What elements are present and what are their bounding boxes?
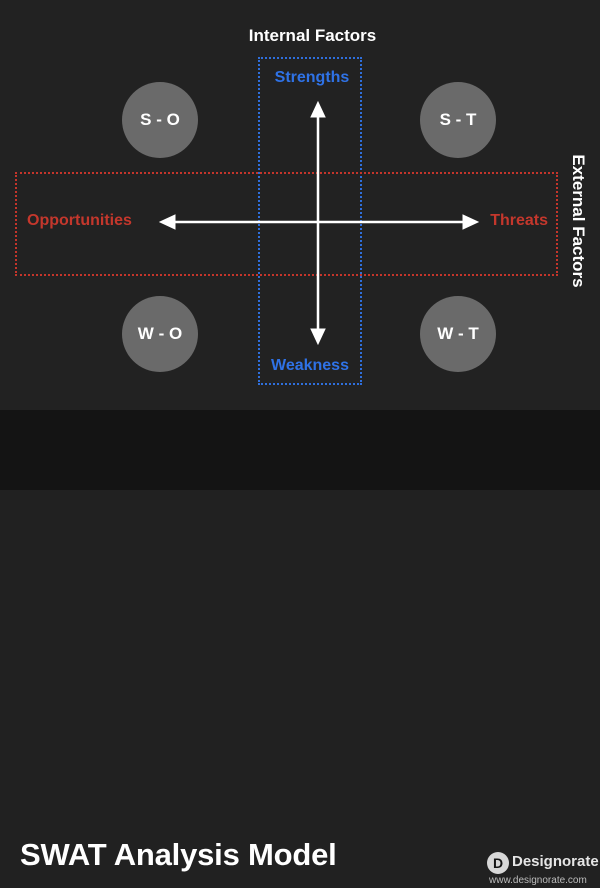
designorate-logo: D Designorate www.designorate.com: [487, 852, 599, 888]
logo-text: Designorate: [512, 853, 599, 870]
logo-d-icon: D: [487, 852, 509, 874]
arrow-down-icon: [310, 328, 326, 346]
internal-factors-label: Internal Factors: [248, 26, 377, 45]
footer: SWAT Analysis Model D Designorate www.de…: [0, 410, 600, 886]
quadrant-wo: W - O: [122, 296, 198, 372]
strengths-label: Strengths: [274, 69, 350, 86]
logo-url: www.designorate.com: [489, 875, 587, 886]
arrow-left-icon: [158, 214, 176, 230]
page-title: SWAT Analysis Model: [20, 837, 337, 872]
axis-arrows: [158, 100, 480, 346]
arrow-right-icon: [462, 214, 480, 230]
weakness-label: Weakness: [271, 357, 349, 374]
external-factors-box: [15, 172, 558, 276]
quadrant-wt: W - T: [420, 296, 496, 372]
quadrant-so: S - O: [122, 82, 198, 158]
opportunities-label: Opportunities: [27, 212, 132, 229]
quadrant-st: S - T: [420, 82, 496, 158]
diagram-canvas: Internal Factors External Factors Streng…: [0, 0, 600, 410]
threats-label: Threats: [490, 212, 548, 229]
arrow-up-icon: [310, 100, 326, 118]
